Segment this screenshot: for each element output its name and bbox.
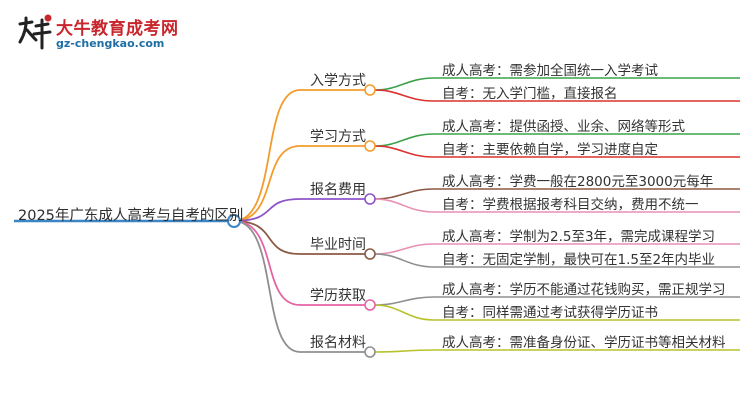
logo-url: gz-chengkao.com (56, 37, 165, 50)
leaf-label: 自考：同样需通过考试获得学历证书 (442, 305, 658, 321)
leaf-connector (374, 188, 435, 200)
leaf-label: 自考：无入学门槛，直接报名 (442, 86, 618, 102)
branch-connector (233, 145, 301, 222)
leaf-connector (374, 198, 435, 213)
leaf-connector (374, 145, 435, 158)
branch-node (364, 84, 376, 96)
branch-node (364, 299, 376, 311)
leaf-label: 成人高考：需准备身份证、学历证书等相关材料 (442, 335, 726, 351)
branch-connector (233, 198, 301, 222)
site-logo[interactable]: 大牛教育成考网 gz-chengkao.com (14, 10, 178, 54)
leaf-connector (374, 304, 435, 321)
calligraphy-logo-icon (18, 14, 52, 50)
branch-node (364, 248, 376, 260)
leaf-connector (374, 243, 435, 255)
branch-node (364, 346, 376, 358)
leaf-label: 成人高考：需参加全国统一入学考试 (442, 63, 658, 79)
branch-connector (233, 220, 301, 306)
leaf-label: 成人高考：学历不能通过花钱购买，需正规学习 (442, 282, 726, 298)
leaf-connector (374, 253, 435, 268)
branch-label: 报名费用 (310, 182, 366, 198)
branch-node (364, 193, 376, 205)
branch-node (364, 140, 376, 152)
branch-connector (233, 89, 301, 222)
leaf-label: 成人高考：提供函授、业余、网络等形式 (442, 119, 685, 135)
leaf-connector (374, 296, 435, 306)
leaf-connector (374, 77, 435, 91)
branch-connector (233, 220, 301, 255)
leaf-label: 自考：学费根据报考科目交纳，费用不统一 (442, 197, 699, 213)
root-node (227, 214, 241, 228)
branch-label: 报名材料 (310, 335, 366, 351)
branch-label: 学历获取 (310, 288, 366, 304)
branch-label: 入学方式 (310, 73, 366, 89)
leaf-connector (374, 89, 435, 102)
root-topic: 2025年广东成人高考与自考的区别 (18, 208, 244, 224)
leaf-label: 自考：无固定学制，最快可在1.5至2年内毕业 (442, 252, 716, 268)
leaf-label: 成人高考：学费一般在2800元至3000元每年 (442, 174, 714, 190)
leaf-label: 自考：主要依赖自学，学习进度自定 (442, 142, 658, 158)
leaf-label: 成人高考：学制为2.5至3年，需完成课程学习 (442, 229, 716, 245)
branch-label: 学习方式 (310, 129, 366, 145)
branch-connector (233, 220, 301, 353)
logo-title: 大牛教育成考网 (56, 19, 179, 39)
leaf-connector (374, 349, 435, 353)
leaf-connector (374, 133, 435, 147)
branch-label: 毕业时间 (310, 237, 366, 253)
